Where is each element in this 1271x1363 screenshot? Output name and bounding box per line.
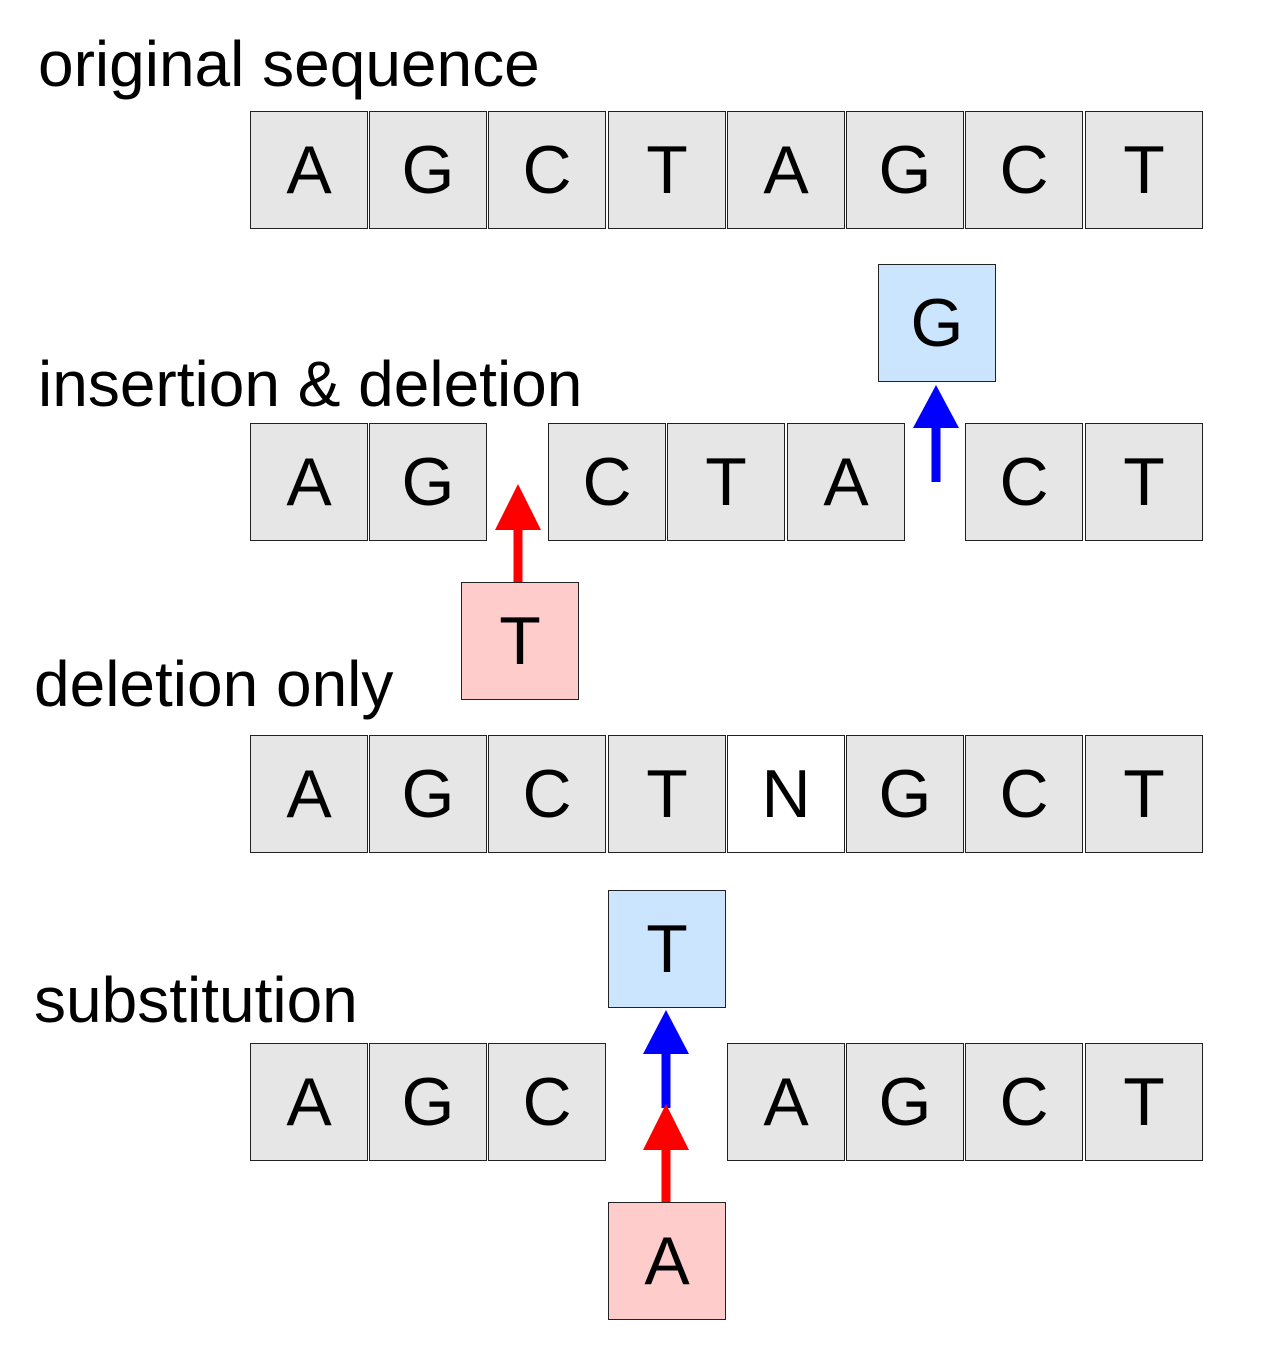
base-cell: C [488, 111, 606, 229]
removed-base-cell: T [608, 890, 726, 1008]
base-cell: G [369, 111, 487, 229]
base-cell: C [965, 423, 1083, 541]
base-cell: C [965, 735, 1083, 853]
added-base-cell: A [608, 1202, 726, 1320]
added-arrow [643, 1104, 689, 1202]
base-cell: A [250, 1043, 368, 1161]
base-cell: C [488, 735, 606, 853]
base-cell: T [1085, 423, 1203, 541]
row-label-insertion-deletion: insertion & deletion [38, 348, 583, 420]
deleted-base-cell: N [727, 735, 845, 853]
base-cell: T [667, 423, 785, 541]
added-arrow [495, 484, 541, 582]
base-cell: C [488, 1043, 606, 1161]
base-cell: A [727, 1043, 845, 1161]
removed-base-cell: G [878, 264, 996, 382]
base-cell: G [369, 1043, 487, 1161]
base-cell: T [1085, 111, 1203, 229]
base-cell: C [548, 423, 666, 541]
row-label-substitution: substitution [34, 964, 358, 1036]
base-cell: A [787, 423, 905, 541]
base-cell: G [846, 735, 964, 853]
base-cell: T [608, 111, 726, 229]
removed-arrow [643, 1010, 689, 1108]
base-cell: A [727, 111, 845, 229]
removed-arrow [913, 385, 959, 482]
base-cell: G [846, 111, 964, 229]
base-cell: A [250, 735, 368, 853]
base-cell: G [369, 735, 487, 853]
base-cell: C [965, 111, 1083, 229]
row-label-deletion-only: deletion only [34, 648, 394, 720]
base-cell: T [1085, 735, 1203, 853]
base-cell: C [965, 1043, 1083, 1161]
base-cell: A [250, 423, 368, 541]
row-label-original: original sequence [38, 28, 540, 100]
base-cell: G [846, 1043, 964, 1161]
base-cell: A [250, 111, 368, 229]
base-cell: T [1085, 1043, 1203, 1161]
base-cell: G [369, 423, 487, 541]
added-base-cell: T [461, 582, 579, 700]
base-cell: T [608, 735, 726, 853]
